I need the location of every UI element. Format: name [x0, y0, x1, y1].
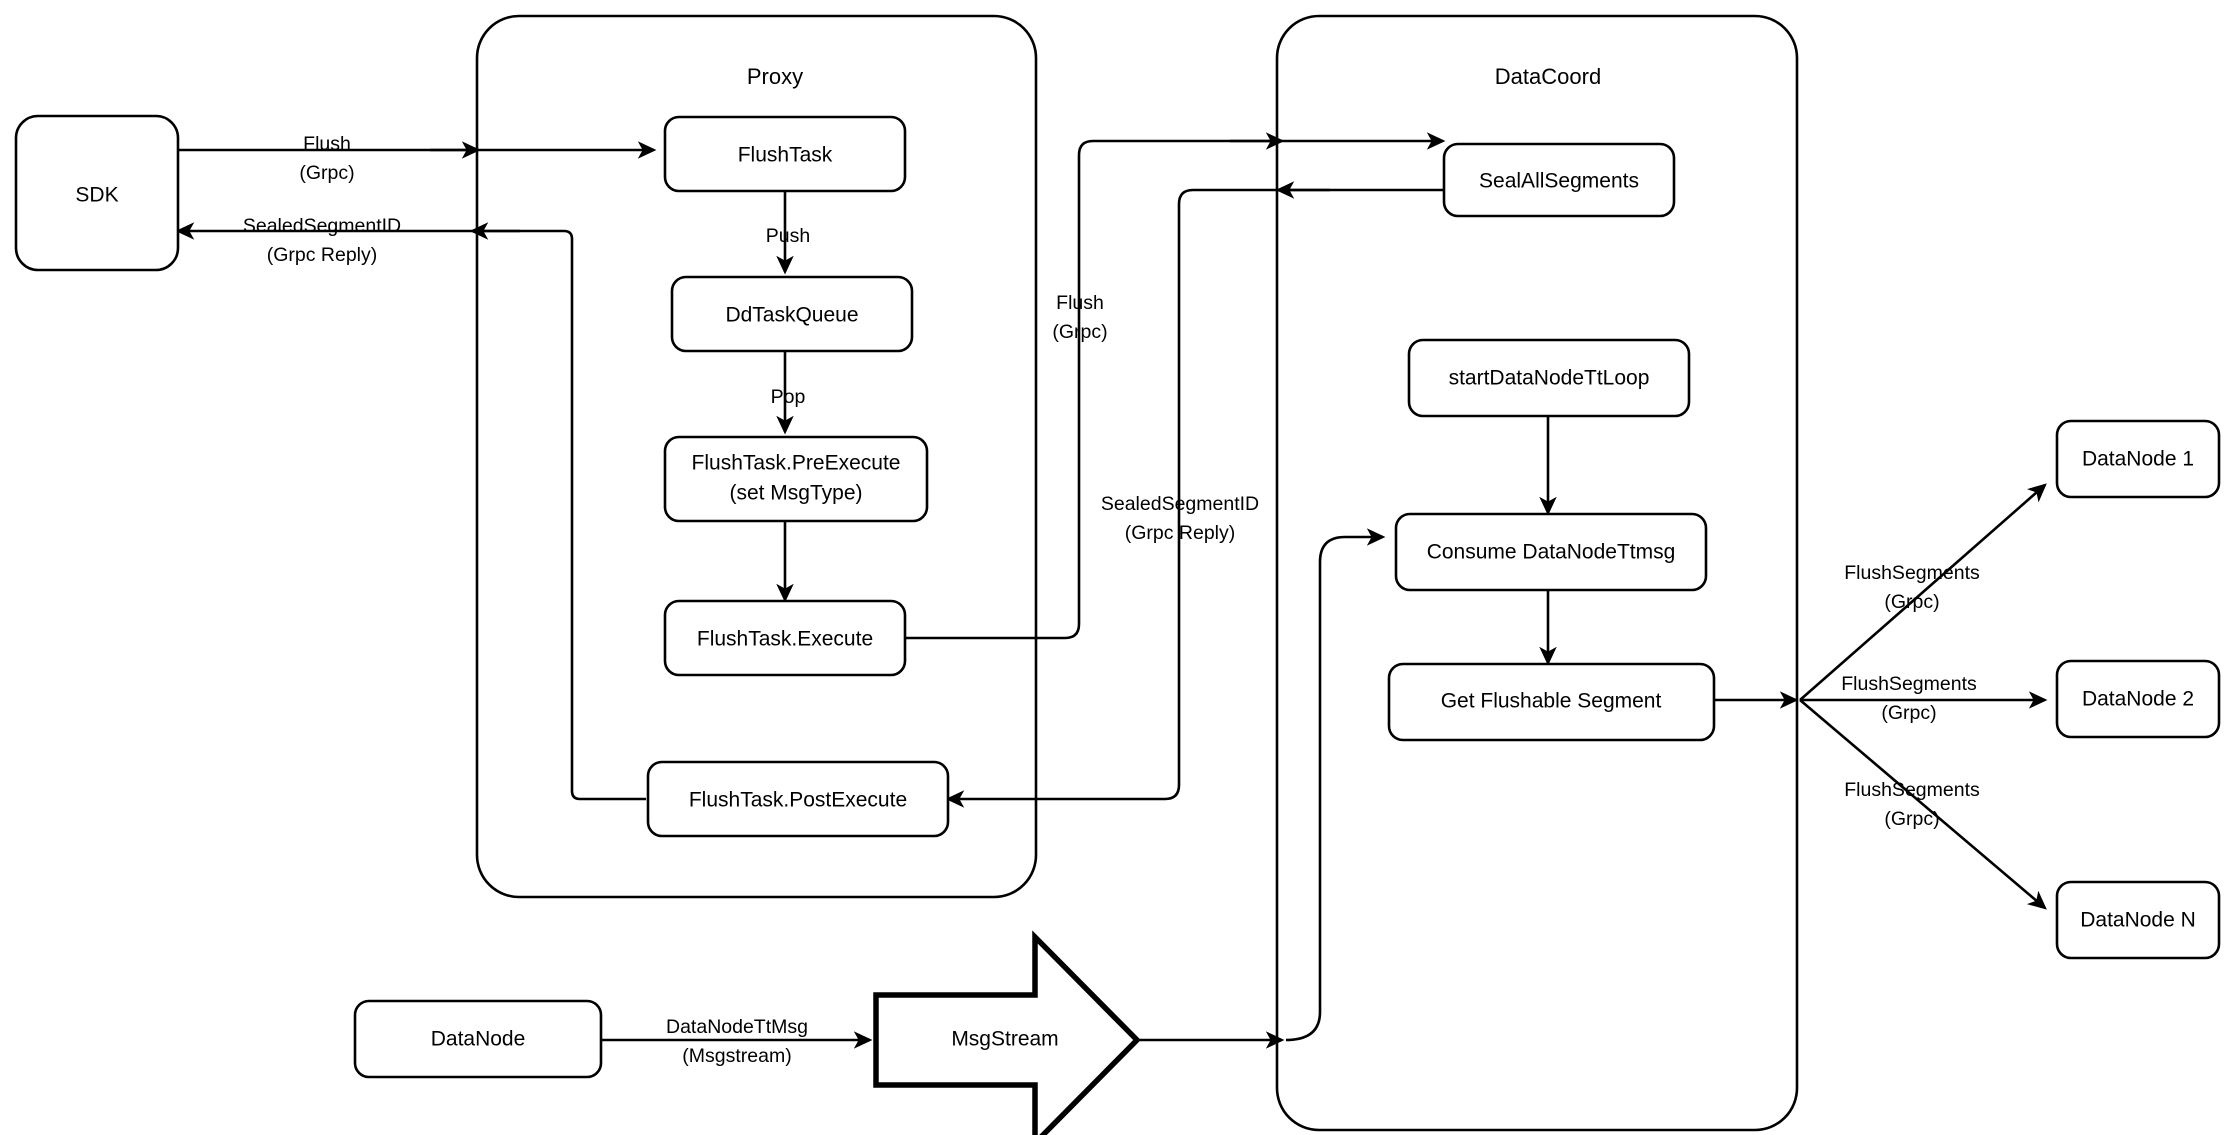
node-consume-label: Consume DataNodeTtmsg — [1427, 541, 1676, 564]
edge-label-datanodettmsg: DataNodeTtMsg (Msgstream) — [666, 1016, 808, 1067]
edge-label-flushseg1-line2: (Grpc) — [1884, 591, 1939, 613]
node-datanode-1-label: DataNode 1 — [2082, 448, 2194, 471]
node-datanode-2-label: DataNode 2 — [2082, 688, 2194, 711]
edge-datacoord-to-consume — [1285, 528, 1386, 1042]
node-flushtask-postexecute[interactable]: FlushTask.PostExecute — [646, 760, 950, 838]
node-datanode-source[interactable]: DataNode — [353, 999, 603, 1079]
edge-label-coord-flush-line2: (Grpc) — [1052, 321, 1107, 343]
group-proxy-label: Proxy — [747, 64, 803, 89]
edge-label-flushseg1-line1: FlushSegments — [1844, 562, 1980, 584]
node-datanode-n-label: DataNode N — [2080, 909, 2196, 932]
edge-label-sdk-sealed-line2: (Grpc Reply) — [267, 244, 378, 266]
edge-junction-to-datanoden — [1799, 699, 2047, 910]
node-ddtaskqueue[interactable]: DdTaskQueue — [670, 275, 914, 353]
group-datacoord-label: DataCoord — [1495, 64, 1601, 89]
edge-execute-to-sealallsegments — [905, 132, 1446, 640]
node-flushtask-execute[interactable]: FlushTask.Execute — [663, 599, 907, 677]
node-datanode-2[interactable]: DataNode 2 — [2055, 659, 2221, 739]
node-sealallsegments[interactable]: SealAllSegments — [1442, 142, 1676, 218]
node-flushtask-label: FlushTask — [738, 144, 833, 167]
edge-label-sealedsegmentid-sdk: SealedSegmentID (Grpc Reply) — [243, 215, 401, 266]
edge-label-flushsegn-line1: FlushSegments — [1844, 779, 1980, 801]
node-start-datanode-ttloop[interactable]: startDataNodeTtLoop — [1407, 338, 1691, 418]
node-datanode-1[interactable]: DataNode 1 — [2055, 419, 2221, 499]
edge-label-push: Push — [766, 225, 810, 247]
edge-label-sealedsegmentid-coord: SealedSegmentID (Grpc Reply) — [1101, 493, 1259, 544]
edge-label-flushsegments-n: FlushSegments (Grpc) — [1844, 779, 1980, 830]
edge-label-flush-grpc-sdk: Flush (Grpc) — [299, 133, 354, 184]
node-datanode-source-label: DataNode — [431, 1028, 526, 1051]
node-flushtask[interactable]: FlushTask — [663, 115, 907, 193]
node-flushtask-preexecute[interactable]: FlushTask.PreExecute (set MsgType) — [663, 435, 929, 523]
node-preexecute-label-line2: (set MsgType) — [729, 482, 862, 505]
edge-label-flushseg2-line2: (Grpc) — [1881, 702, 1936, 724]
edge-label-coord-sealed-line1: SealedSegmentID — [1101, 493, 1259, 515]
node-sdk[interactable]: SDK — [14, 114, 180, 272]
node-execute-label: FlushTask.Execute — [697, 628, 873, 651]
edge-label-coord-sealed-line2: (Grpc Reply) — [1125, 522, 1236, 544]
node-datanode-n[interactable]: DataNode N — [2055, 880, 2221, 960]
edge-label-flush-grpc-coord: Flush (Grpc) — [1052, 292, 1107, 343]
edge-label-sdk-flush-line2: (Grpc) — [299, 162, 354, 184]
edge-label-flushsegn-line2: (Grpc) — [1884, 808, 1939, 830]
node-msgstream[interactable]: MsgStream — [873, 930, 1141, 1135]
edge-label-ttmsg-line2: (Msgstream) — [682, 1045, 791, 1067]
node-sealallsegments-label: SealAllSegments — [1479, 170, 1639, 193]
node-sdk-label: SDK — [75, 184, 118, 207]
edge-sealallsegments-to-postexecute — [945, 188, 1443, 808]
node-get-flushable-segment[interactable]: Get Flushable Segment — [1387, 662, 1716, 742]
edge-label-flushseg2-line1: FlushSegments — [1841, 673, 1977, 695]
node-msgstream-label: MsgStream — [951, 1028, 1058, 1051]
node-ddtaskqueue-label: DdTaskQueue — [725, 304, 858, 327]
edge-junction-to-datanode1 — [1799, 483, 2047, 701]
node-consume-datanode-ttmsg[interactable]: Consume DataNodeTtmsg — [1394, 512, 1708, 592]
node-ttloop-label: startDataNodeTtLoop — [1449, 367, 1650, 390]
node-getflushable-label: Get Flushable Segment — [1441, 690, 1662, 713]
edge-label-flushsegments-1: FlushSegments (Grpc) — [1844, 562, 1980, 613]
edge-label-flushsegments-2: FlushSegments (Grpc) — [1841, 673, 1977, 724]
edge-label-sdk-flush-line1: Flush — [303, 133, 351, 155]
edge-label-coord-flush-line1: Flush — [1056, 292, 1104, 314]
node-preexecute-label-line1: FlushTask.PreExecute — [692, 452, 901, 475]
node-postexecute-label: FlushTask.PostExecute — [689, 789, 907, 812]
edge-postexecute-to-sdk — [175, 222, 646, 801]
edge-label-sdk-sealed-line1: SealedSegmentID — [243, 215, 401, 237]
edge-label-ttmsg-line1: DataNodeTtMsg — [666, 1016, 808, 1038]
edge-label-pop: Pop — [771, 386, 806, 408]
